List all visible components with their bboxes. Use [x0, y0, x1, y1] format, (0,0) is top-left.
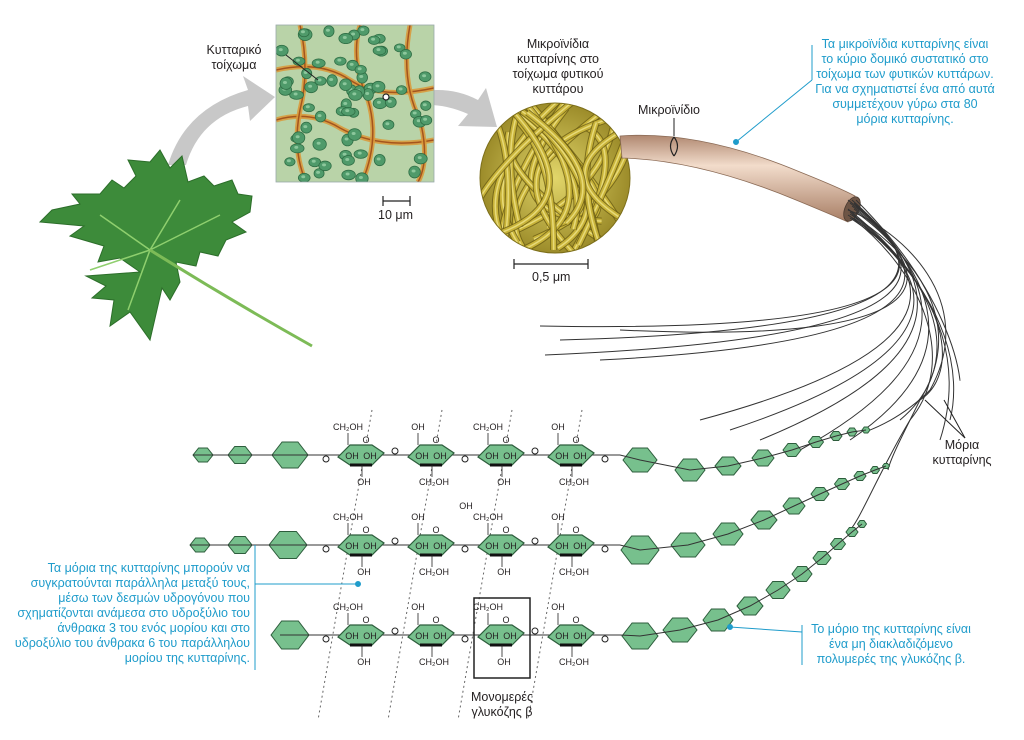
scale-label-10um: 10 μm	[378, 208, 413, 222]
oh-label: OH	[411, 512, 425, 522]
ring-oh: OH	[485, 541, 499, 551]
ring-oh: OH	[573, 451, 587, 461]
ring-oh: OH	[485, 451, 499, 461]
ring-oxygen: O	[502, 435, 509, 445]
ring-oxygen: O	[572, 525, 579, 535]
ring-oh: OH	[555, 541, 569, 551]
oh-label: OH	[551, 422, 565, 432]
ring-oh: OH	[573, 631, 587, 641]
ch2oh-label: CH₂OH	[559, 477, 589, 487]
molecules-pointer	[924, 399, 966, 439]
ring-oxygen: O	[362, 435, 369, 445]
ch2oh-label: CH₂OH	[473, 602, 503, 612]
callout-pointers	[254, 45, 813, 670]
ring-oh: OH	[433, 631, 447, 641]
zoom-marker	[382, 93, 390, 101]
ring-oh: OH	[573, 541, 587, 551]
scale-label-05um: 0,5 μm	[532, 270, 571, 284]
scale-bar-10um	[382, 196, 411, 206]
ring-oxygen: O	[572, 615, 579, 625]
ch2oh-label: CH₂OH	[419, 567, 449, 577]
ch2oh-label: CH₂OH	[473, 422, 503, 432]
free-oh-label: OH	[459, 501, 473, 511]
ring-oh: OH	[363, 631, 377, 641]
microfibril-label: Μικροϊνίδιο	[638, 103, 700, 117]
ring-oh: OH	[503, 451, 517, 461]
cellulose-strands	[539, 199, 961, 531]
oh-label: OH	[497, 657, 511, 667]
ring-oh: OH	[345, 631, 359, 641]
ring-oh: OH	[433, 451, 447, 461]
ring-oxygen: O	[502, 525, 509, 535]
ring-oxygen: O	[432, 525, 439, 535]
ring-oxygen: O	[432, 615, 439, 625]
ring-oxygen: O	[572, 435, 579, 445]
monomer-box	[473, 597, 531, 679]
oh-label: OH	[497, 567, 511, 577]
oh-label: OH	[411, 422, 425, 432]
monomer-label: Μονομερές γλυκόζης β	[470, 690, 534, 719]
oh-label: OH	[411, 602, 425, 612]
ring-oxygen: O	[362, 525, 369, 535]
oh-label: OH	[357, 657, 371, 667]
oh-label: OH	[357, 477, 371, 487]
ring-oh: OH	[555, 451, 569, 461]
ring-oh: OH	[555, 631, 569, 641]
oh-label: OH	[551, 602, 565, 612]
cell-wall-micrograph	[276, 25, 434, 182]
ch2oh-label: CH₂OH	[559, 567, 589, 577]
ring-oh: OH	[415, 451, 429, 461]
ring-oh: OH	[503, 541, 517, 551]
ch2oh-label: CH₂OH	[333, 512, 363, 522]
ring-oh: OH	[345, 451, 359, 461]
ch2oh-label: CH₂OH	[419, 657, 449, 667]
microfibril-micrograph	[479, 102, 631, 254]
ring-oh: OH	[485, 631, 499, 641]
microfibril-tube	[619, 118, 861, 223]
scale-bar-05um	[513, 259, 589, 269]
ring-oh: OH	[363, 541, 377, 551]
callout-microfibrils: Τα μικροϊνίδια κυτταρίνης είναι το κύριο…	[815, 37, 995, 126]
ring-oh: OH	[363, 451, 377, 461]
ring-oh: OH	[503, 631, 517, 641]
ring-oh: OH	[433, 541, 447, 551]
ch2oh-label: CH₂OH	[559, 657, 589, 667]
ring-oh: OH	[345, 541, 359, 551]
ring-oh: OH	[415, 631, 429, 641]
ring-oh: OH	[415, 541, 429, 551]
ring-oxygen: O	[362, 615, 369, 625]
leaf-image	[38, 149, 313, 348]
cellulose-molecules-label: Μόρια κυτταρίνης	[932, 438, 992, 467]
cell-wall-label: Κυτταρικό τοίχωμα	[206, 43, 262, 72]
ch2oh-label: CH₂OH	[333, 602, 363, 612]
ch2oh-label: CH₂OH	[333, 422, 363, 432]
ch2oh-label: CH₂OH	[473, 512, 503, 522]
oh-label: OH	[551, 512, 565, 522]
callout-hbonds: Τα μόρια της κυτταρίνης μπορούν να συγκρ…	[14, 561, 250, 665]
callout-polymer: Το μόριο της κυτταρίνης είναι ένα μη δια…	[811, 622, 971, 666]
microfibrils-label: Μικροϊνίδια κυτταρίνης στο τοίχωμα φυτικ…	[512, 37, 604, 96]
oh-label: OH	[497, 477, 511, 487]
ch2oh-label: CH₂OH	[419, 477, 449, 487]
zoom-arrow-1	[168, 76, 275, 165]
oh-label: OH	[357, 567, 371, 577]
ring-oxygen: O	[432, 435, 439, 445]
ring-oxygen: O	[502, 615, 509, 625]
